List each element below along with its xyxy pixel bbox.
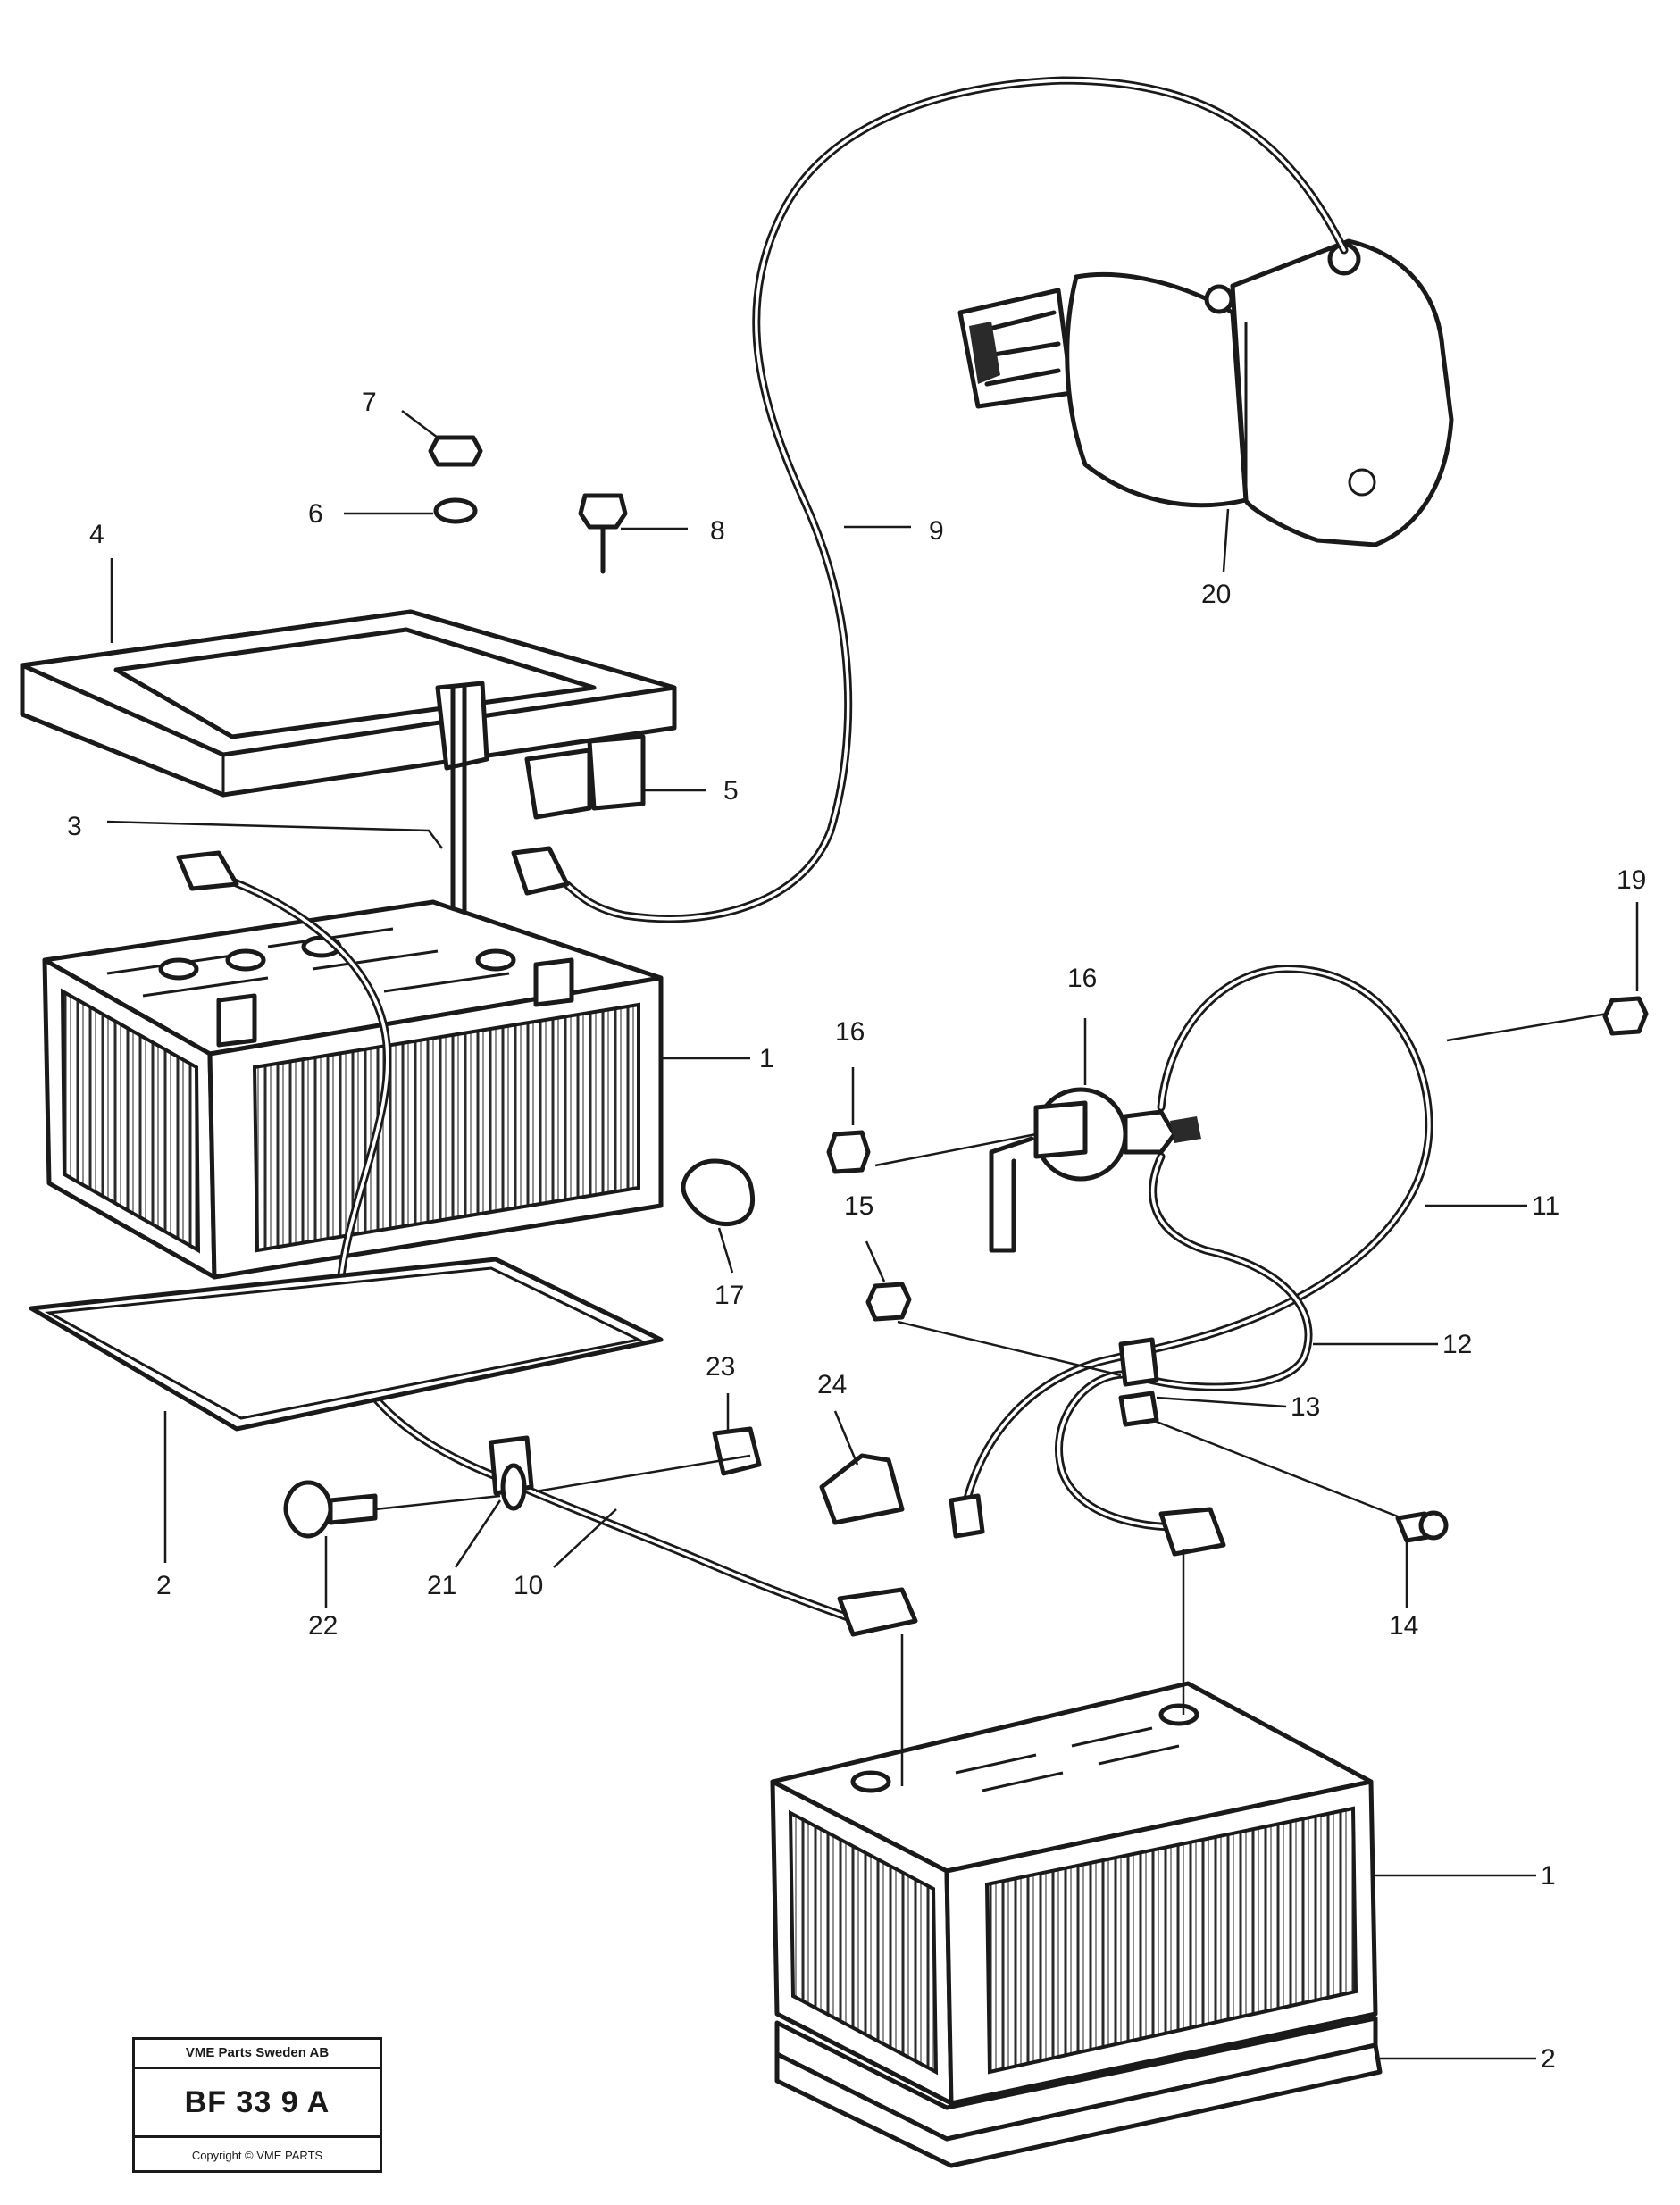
callout-16-right: 16 xyxy=(1067,964,1097,993)
callout-2-lower: 2 xyxy=(1541,2044,1556,2074)
callout-21: 21 xyxy=(427,1571,456,1600)
callout-1-upper: 1 xyxy=(759,1044,774,1073)
callout-23: 23 xyxy=(706,1352,735,1382)
callout-2-upper: 2 xyxy=(156,1571,171,1600)
callout-12: 12 xyxy=(1442,1330,1472,1359)
callout-5: 5 xyxy=(723,776,739,806)
callout-11: 11 xyxy=(1532,1191,1559,1221)
battery-tray-lower xyxy=(774,2016,1383,2168)
callout-1-lower: 1 xyxy=(1541,1861,1556,1891)
leader-lines xyxy=(106,410,1639,2060)
small-parts xyxy=(681,996,1649,1543)
bolt-22-assembly xyxy=(283,1426,762,1539)
callout-24: 24 xyxy=(817,1370,847,1399)
callout-13: 13 xyxy=(1291,1392,1320,1422)
stamp-company: VME Parts Sweden AB xyxy=(135,2040,380,2069)
callout-labels: 4 7 6 8 9 20 3 5 1 19 16 16 15 17 11 12 … xyxy=(67,388,1646,2074)
callout-9: 9 xyxy=(929,516,944,546)
cable-9 xyxy=(511,76,1349,923)
battery-upper xyxy=(42,899,664,1280)
stamp-footer: Copyright © VME PARTS xyxy=(191,2149,323,2162)
callout-19: 19 xyxy=(1617,865,1646,895)
battery-tray-upper xyxy=(29,1257,664,1432)
callout-20: 20 xyxy=(1201,580,1231,609)
cable-11-12 xyxy=(949,965,1433,1557)
battery-switch xyxy=(826,1087,1201,1253)
callout-3: 3 xyxy=(67,812,82,841)
callout-15: 15 xyxy=(844,1191,873,1221)
callout-8: 8 xyxy=(710,516,725,546)
starter-motor xyxy=(957,238,1454,547)
battery-frame xyxy=(20,609,677,820)
callout-14: 14 xyxy=(1389,1611,1418,1641)
battery-lower xyxy=(770,1681,1378,2106)
callout-6: 6 xyxy=(308,499,323,529)
callout-16-left: 16 xyxy=(835,1017,865,1047)
callout-17: 17 xyxy=(715,1281,744,1310)
drawing-stamp: VME Parts Sweden AB BF 33 9 A Copyright … xyxy=(132,2037,382,2173)
callout-10: 10 xyxy=(514,1571,543,1600)
callout-4: 4 xyxy=(89,520,104,549)
callout-22: 22 xyxy=(308,1611,338,1641)
callout-7: 7 xyxy=(362,388,377,417)
stamp-code: BF 33 9 A xyxy=(135,2069,380,2138)
